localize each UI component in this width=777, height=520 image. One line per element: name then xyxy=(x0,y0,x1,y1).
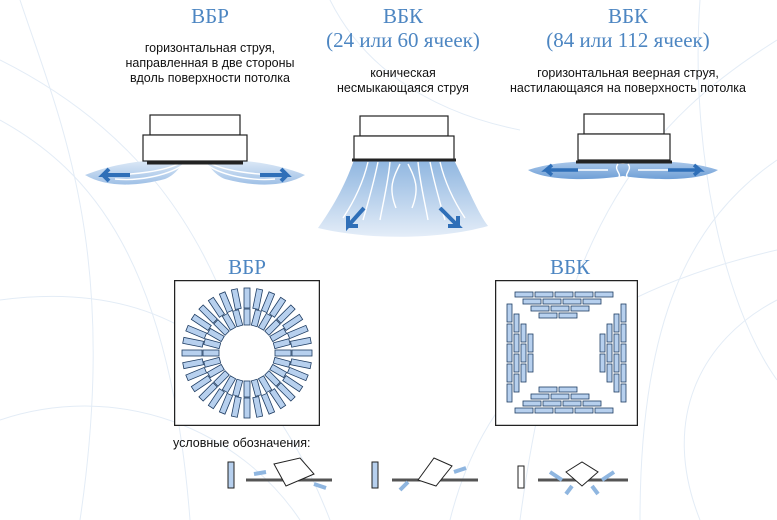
radial-vane xyxy=(250,309,262,328)
diffuser-3-subtitle: (84 или 112 ячеек) xyxy=(546,28,710,52)
radial-vane xyxy=(268,296,287,318)
legend-symbol-1 xyxy=(227,457,332,490)
radial-vane xyxy=(286,366,309,382)
diffuser-1-description: горизонтальная струя, направленная в две… xyxy=(125,41,295,85)
radial-vane xyxy=(207,296,226,318)
radial-vane xyxy=(252,396,264,418)
radial-vane xyxy=(232,309,244,328)
radial-vane xyxy=(291,349,313,357)
radial-vane xyxy=(198,304,218,324)
radial-vane xyxy=(272,338,291,350)
radial-vane xyxy=(182,336,204,348)
radial-vane xyxy=(243,287,251,309)
radial-vane xyxy=(276,304,296,324)
radial-vane xyxy=(213,319,230,336)
diffuser-2-description: коническая несмыкающаяся струя xyxy=(337,66,469,95)
radial-vane xyxy=(269,327,288,343)
plan-vbr-title: ВБР xyxy=(228,255,266,279)
diffuser-2-jet-figure xyxy=(318,115,488,237)
radial-vane xyxy=(272,356,291,368)
legend-label: условные обозначения: xyxy=(173,436,311,450)
radial-vane xyxy=(198,382,218,402)
plan-vbr-radial-grid xyxy=(174,280,320,426)
radial-vane xyxy=(207,388,226,410)
radial-vane xyxy=(203,356,222,368)
radial-vanes xyxy=(181,287,313,419)
diffuser-2-title: ВБК xyxy=(382,4,424,28)
radial-vane xyxy=(221,312,237,331)
radial-vane xyxy=(182,358,204,370)
diffuser-3-title: ВБК xyxy=(607,4,649,28)
radial-vane xyxy=(276,382,296,402)
radial-vane xyxy=(264,319,281,336)
radial-vane xyxy=(243,380,251,398)
radial-vane xyxy=(181,349,203,357)
radial-vane xyxy=(250,378,262,397)
radial-vane xyxy=(290,336,312,348)
radial-vane xyxy=(230,288,242,310)
radial-vane xyxy=(257,312,273,331)
radial-vane xyxy=(218,392,234,415)
radial-vane xyxy=(190,374,212,393)
plan-vbk-square-grid xyxy=(495,280,638,426)
radial-vane xyxy=(243,308,251,326)
radial-vane xyxy=(203,338,222,350)
radial-vane xyxy=(274,349,292,357)
radial-vane xyxy=(230,396,242,418)
diffuser-3-jet-figure xyxy=(528,113,718,180)
legend-symbol-2 xyxy=(371,457,478,492)
radial-vane xyxy=(260,392,276,415)
radial-vane xyxy=(286,324,309,340)
diffuser-2-subtitle: (24 или 60 ячеек) xyxy=(326,28,480,52)
square-vanes xyxy=(506,291,627,414)
radial-vane xyxy=(206,327,225,343)
radial-vane xyxy=(218,291,234,314)
radial-vane xyxy=(252,288,264,310)
radial-vane xyxy=(282,374,304,393)
radial-vane xyxy=(213,370,230,387)
radial-vane xyxy=(206,363,225,379)
legend-symbols xyxy=(227,457,628,496)
radial-vane xyxy=(185,324,208,340)
diffuser-3-description: горизонтальная веерная струя, настилающа… xyxy=(509,66,746,95)
radial-vane xyxy=(243,397,251,419)
radial-vane xyxy=(282,313,304,332)
radial-vane xyxy=(290,358,312,370)
radial-vane xyxy=(190,313,212,332)
diffuser-1-title: ВБР xyxy=(191,4,229,28)
diffuser-1-jet-figure xyxy=(85,114,305,185)
radial-vane xyxy=(264,370,281,387)
plan-vbk-title: ВБК xyxy=(549,255,591,279)
radial-vane xyxy=(268,388,287,410)
radial-vane xyxy=(185,366,208,382)
legend-symbol-3 xyxy=(517,461,628,496)
radial-vane xyxy=(221,375,237,394)
radial-vane xyxy=(269,363,288,379)
radial-vane xyxy=(257,375,273,394)
radial-vane xyxy=(260,291,276,314)
radial-vane xyxy=(232,378,244,397)
radial-vane xyxy=(202,349,220,357)
